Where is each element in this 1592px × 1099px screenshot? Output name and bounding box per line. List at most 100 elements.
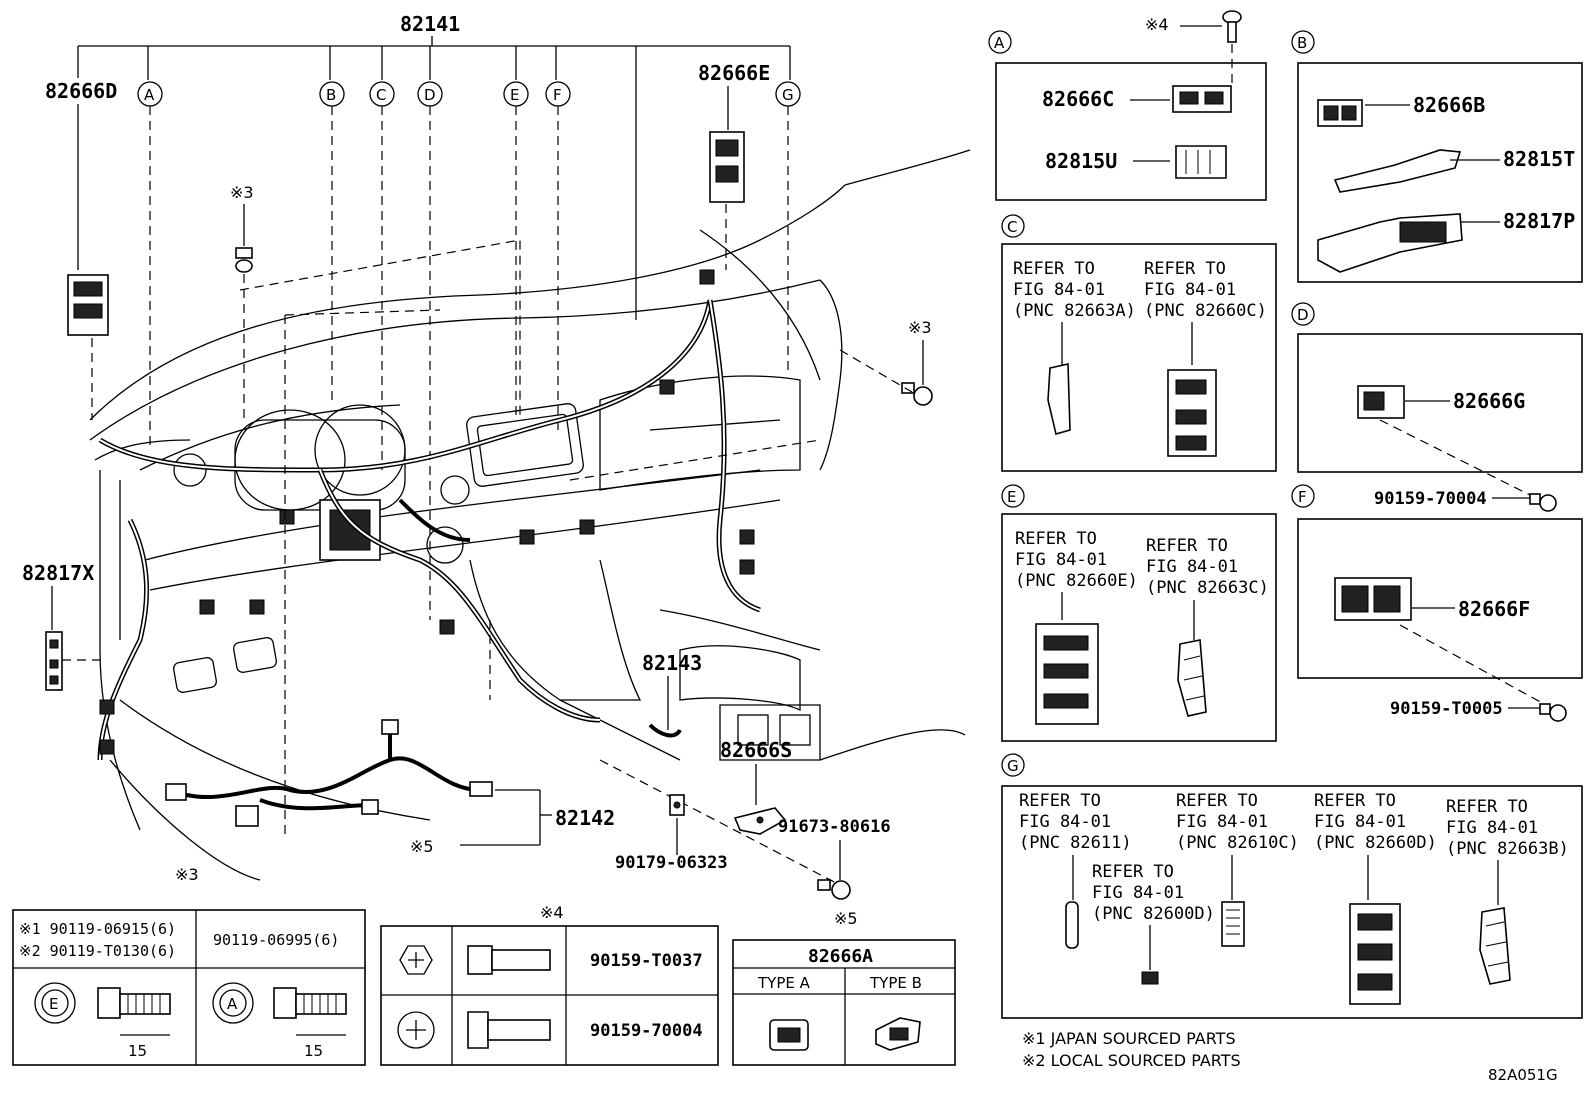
label-90159-70004-d[interactable]: 90159-70004 (1374, 489, 1487, 509)
label-82666g[interactable]: 82666G (1453, 389, 1525, 413)
callout-f: F (553, 86, 562, 104)
part-82143[interactable] (648, 723, 682, 738)
t3-type-a-clip[interactable] (769, 1019, 809, 1051)
detail-e-ref2-l1: REFER TO (1146, 536, 1228, 556)
screw-4-top[interactable] (1222, 10, 1242, 43)
part-82666s[interactable] (733, 807, 787, 835)
detail-g-ref1-l3: (PNC 82611) (1019, 833, 1132, 853)
label-82817x[interactable]: 82817X (22, 561, 94, 585)
callout-c: C (376, 86, 386, 104)
detail-g-ref2-l2: FIG 84-01 (1176, 812, 1268, 832)
part-82611[interactable] (1065, 901, 1079, 949)
t3-title[interactable]: 82666A (808, 946, 873, 967)
detail-c: C REFER TO FIG 84-01 (PNC 82663A) REFER … (1001, 214, 1277, 472)
label-82142[interactable]: 82142 (555, 806, 615, 830)
t2-row1-pn[interactable]: 90159-T0037 (590, 951, 703, 971)
label-82666d[interactable]: 82666D (45, 79, 117, 103)
detail-e-tag: E (1007, 488, 1016, 506)
part-82142-harness[interactable] (165, 719, 493, 827)
t3-type-a: TYPE A (757, 974, 811, 992)
mark-3-top: ※3 (230, 183, 254, 202)
bolt-91673[interactable] (817, 879, 851, 900)
main-assembly: 82141 A B C D E F G 82666D (22, 12, 971, 900)
mark-3-right: ※3 (908, 318, 932, 337)
bolt-3-top[interactable] (235, 247, 253, 273)
part-82660e[interactable] (1035, 623, 1099, 725)
label-82817p[interactable]: 82817P (1503, 209, 1575, 233)
table-screws-4: ※4 90159-T0037 90159-70004 (380, 903, 719, 1066)
detail-g: G REFER TO FIG 84-01 (PNC 82611) REFER T… (1001, 753, 1583, 1019)
callout-g: G (782, 86, 794, 104)
table-82666a: ※5 82666A TYPE A TYPE B (732, 909, 956, 1066)
callout-d: D (424, 86, 436, 104)
part-82666b[interactable] (1317, 99, 1363, 127)
detail-g-ref5-l3: (PNC 82600D) (1092, 904, 1215, 924)
callout-e: E (510, 86, 519, 104)
part-82663b[interactable] (1479, 907, 1511, 985)
label-82666c[interactable]: 82666C (1042, 87, 1114, 111)
wire-harness (97, 269, 761, 761)
label-82815t[interactable]: 82815T (1503, 147, 1575, 171)
detail-b-tag: B (1297, 34, 1307, 52)
bolt-90159-70004[interactable] (1529, 493, 1557, 512)
part-82815t[interactable] (1333, 149, 1462, 193)
label-90179-06323[interactable]: 90179-06323 (615, 853, 728, 873)
label-82141[interactable]: 82141 (400, 12, 460, 36)
detail-c-ref2-l1: REFER TO (1144, 259, 1226, 279)
callout-b: B (326, 86, 336, 104)
label-82815u[interactable]: 82815U (1045, 149, 1117, 173)
part-82817x[interactable] (45, 631, 63, 691)
label-82666f[interactable]: 82666F (1458, 597, 1530, 621)
mark-4-top: ※4 (1145, 15, 1169, 34)
part-82666d[interactable] (67, 274, 109, 336)
part-90179[interactable] (669, 794, 685, 816)
callout-a: A (144, 86, 155, 104)
label-82143[interactable]: 82143 (642, 651, 702, 675)
part-82666c[interactable] (1172, 85, 1232, 113)
part-82666e[interactable] (709, 131, 745, 203)
part-82663a[interactable] (1047, 363, 1071, 435)
detail-g-ref3-l2: FIG 84-01 (1314, 812, 1406, 832)
label-82666b[interactable]: 82666B (1413, 93, 1485, 117)
label-82666s[interactable]: 82666S (720, 738, 792, 762)
part-82817p[interactable] (1317, 213, 1463, 273)
part-82666f[interactable] (1334, 577, 1412, 621)
detail-b: B 82666B 82815T 82817P (1291, 30, 1583, 283)
part-82660d[interactable] (1349, 903, 1401, 1005)
t2-row1-side-icon (467, 945, 551, 975)
detail-g-ref5-l1: REFER TO (1092, 862, 1174, 882)
label-82666e[interactable]: 82666E (698, 61, 770, 85)
detail-e-ref2-l3: (PNC 82663C) (1146, 578, 1269, 598)
detail-e-ref1-l1: REFER TO (1015, 529, 1097, 549)
bolt-90159-t0005[interactable] (1539, 703, 1567, 722)
t3-type-b: TYPE B (869, 974, 922, 992)
detail-c-ref1-l1: REFER TO (1013, 259, 1095, 279)
part-82660c[interactable] (1167, 369, 1217, 457)
mark-5-table: ※5 (834, 909, 858, 928)
t2-title: ※4 (540, 903, 564, 922)
figure-code: 82A051G (1488, 1066, 1558, 1084)
detail-f-tag: F (1298, 488, 1307, 506)
detail-g-ref2-l3: (PNC 82610C) (1176, 833, 1299, 853)
part-82610c[interactable] (1221, 901, 1245, 947)
label-90159-t0005[interactable]: 90159-T0005 (1390, 699, 1503, 719)
detail-c-ref2-l3: (PNC 82660C) (1144, 301, 1267, 321)
t1-dim-2: 15 (304, 1042, 323, 1060)
detail-g-ref1-l2: FIG 84-01 (1019, 812, 1111, 832)
footnote-1: ※1 JAPAN SOURCED PARTS (1022, 1029, 1236, 1048)
t2-row2-pn[interactable]: 90159-70004 (590, 1021, 703, 1041)
part-82815u[interactable] (1175, 145, 1227, 179)
t2-row2-side-icon (467, 1011, 551, 1049)
t3-type-b-clip[interactable] (875, 1017, 921, 1051)
part-82666g[interactable] (1357, 385, 1405, 419)
detail-e-ref1-l2: FIG 84-01 (1015, 550, 1107, 570)
bolt-3-right[interactable] (901, 382, 933, 406)
part-82663c[interactable] (1177, 639, 1207, 717)
table-screws-1: ※1 90119-06915(6) ※2 90119-T0130(6) 9011… (12, 909, 366, 1066)
detail-g-ref4-l2: FIG 84-01 (1446, 818, 1538, 838)
detail-g-ref3-l3: (PNC 82660D) (1314, 833, 1437, 853)
part-82600d[interactable] (1141, 971, 1159, 985)
label-91673-80616[interactable]: 91673-80616 (778, 817, 891, 837)
bolt-a-side-view (273, 987, 347, 1036)
